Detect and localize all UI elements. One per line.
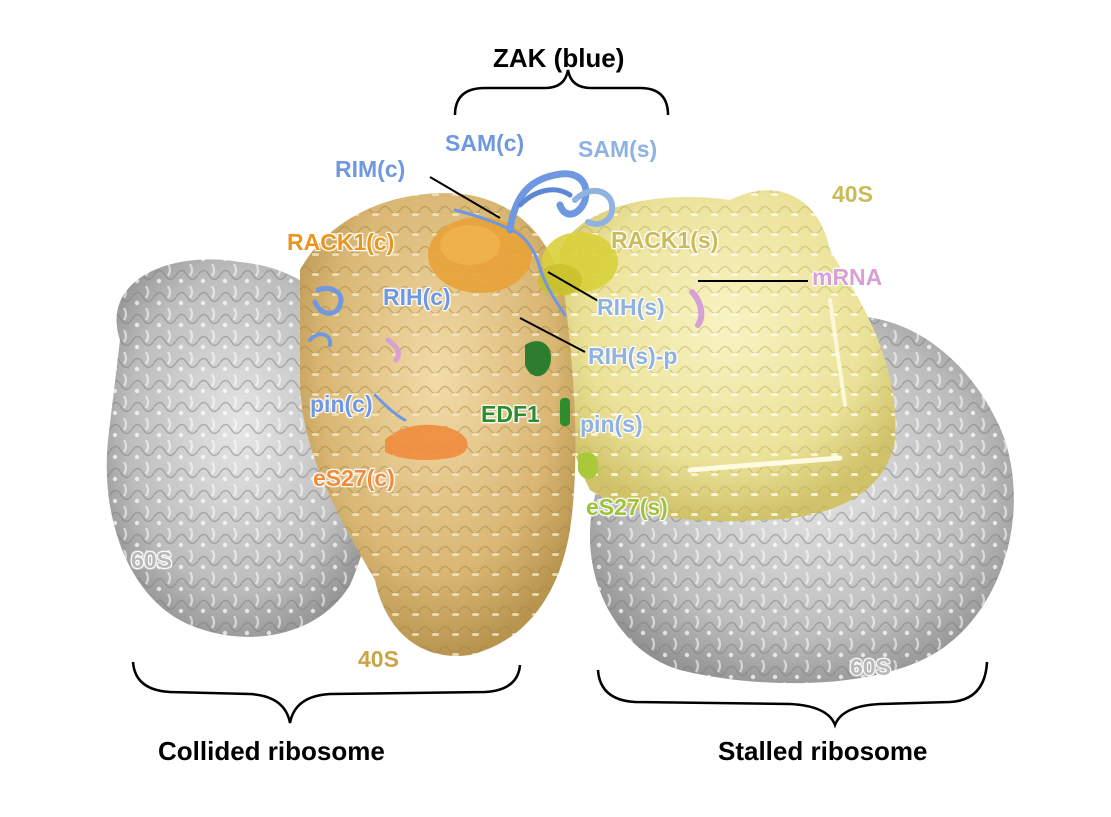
zak-brace [453, 69, 670, 116]
40s-top-label: 40S [832, 181, 873, 207]
60s-left-label: 60S [131, 547, 172, 573]
rim-c-label: RIM(c) [335, 156, 406, 182]
60s-right-label: 60S [850, 654, 891, 680]
pin-c-label: pin(c) [310, 391, 373, 417]
es27-c-protein [385, 424, 468, 460]
rih-c-label: RIH(c) [383, 284, 451, 310]
zak-protein [308, 170, 616, 422]
edf1-protein [525, 341, 570, 426]
zak-label: ZAK (blue) [493, 43, 625, 73]
leader-lines [429, 176, 808, 353]
stalled-40s-subunit [558, 190, 896, 522]
stalled-ribosome-label: Stalled ribosome [718, 736, 928, 766]
es27-s-label: eS27(s) [586, 494, 668, 520]
es27-s-protein [578, 452, 599, 479]
rih-s-p-label: RIH(s)-p [588, 343, 678, 369]
rack1-s-label: RACK1(s) [611, 227, 719, 253]
collided-40s-subunit [300, 193, 576, 656]
rack1-c-label: RACK1(c) [287, 229, 395, 255]
mrna-strand [385, 289, 705, 363]
pin-s-label: pin(s) [580, 411, 643, 437]
40s-bottom-label: 40S [358, 646, 399, 672]
mrna-label: mRNA [812, 264, 883, 290]
collided-brace [131, 661, 522, 724]
sam-c-label: SAM(c) [445, 130, 525, 156]
sam-s-label: SAM(s) [578, 136, 658, 162]
edf1-label: EDF1 [481, 401, 540, 427]
stalled-brace [596, 661, 989, 729]
rack1-c-protein [428, 217, 532, 293]
collided-ribosome-label: Collided ribosome [158, 736, 385, 766]
rih-s-label: RIH(s) [597, 294, 665, 320]
es27-c-label: eS27(c) [313, 465, 395, 491]
